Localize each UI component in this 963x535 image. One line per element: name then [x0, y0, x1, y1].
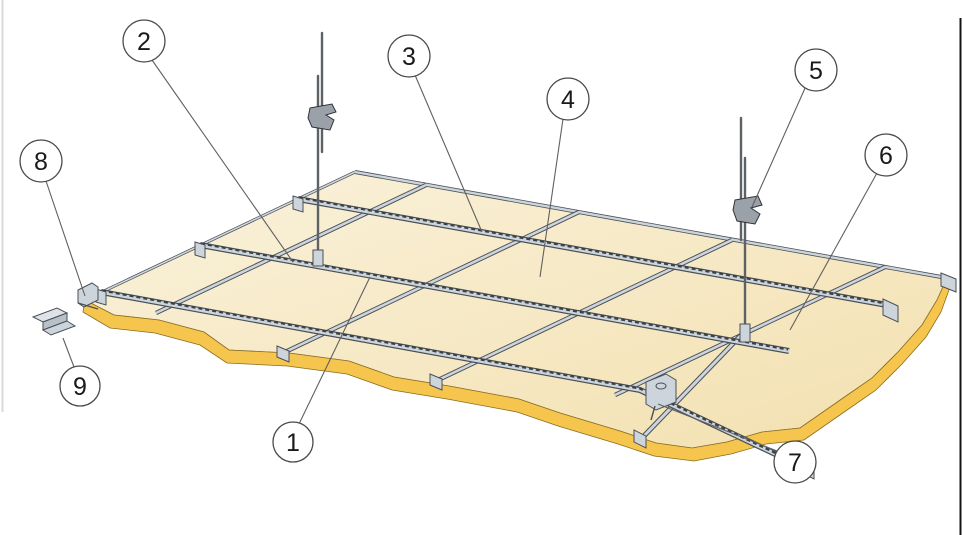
callout-2: 2 — [122, 19, 294, 263]
leader-line-7 — [657, 403, 778, 452]
callout-circle-1 — [272, 421, 314, 463]
callout-number-6: 6 — [879, 142, 893, 170]
hanger-1-foot — [312, 249, 324, 267]
leader-line-1 — [298, 276, 371, 425]
callout-circle-7 — [773, 440, 817, 484]
callout-circle-3 — [387, 34, 431, 78]
hanger-1-spring-clip — [307, 103, 337, 131]
perimeter-profiles — [84, 170, 957, 302]
leader-line-5 — [751, 85, 807, 208]
main-runner-1-end-cap — [882, 298, 899, 323]
callout-circle-5 — [794, 48, 838, 92]
main-runners — [95, 195, 899, 480]
callout-number-8: 8 — [34, 148, 48, 176]
callout-number-9: 9 — [73, 373, 87, 401]
wall-angle-corner-foot — [77, 302, 99, 310]
leader-line-4 — [539, 118, 564, 278]
leader-line-2 — [151, 59, 294, 263]
callout-number-5: 5 — [809, 57, 823, 85]
wall-angle-detached — [31, 307, 77, 336]
main-runner-1-left-foot — [292, 195, 304, 213]
callout-6: 6 — [789, 133, 908, 331]
cross-profile-3 — [429, 237, 733, 391]
callout-layer: 1 2 3 4 5 6 7 8 9 — [19, 19, 908, 484]
hanger-2-foot — [739, 323, 751, 343]
callout-number-7: 7 — [788, 449, 802, 477]
hold-down-bracket — [645, 373, 677, 421]
leader-line-6 — [789, 172, 878, 331]
bracket-slot-hole — [655, 382, 667, 390]
hanger-2-spring-clip — [732, 195, 763, 225]
main-runner-2-left-foot — [194, 241, 206, 259]
cross-profile-front-end-cap — [633, 429, 647, 449]
callout-8: 8 — [19, 139, 86, 297]
leader-line-8 — [45, 180, 86, 297]
callout-7: 7 — [657, 403, 817, 484]
main-runner-2 — [194, 241, 790, 354]
callout-number-3: 3 — [402, 43, 416, 71]
callout-5: 5 — [751, 48, 838, 208]
cross-profiles — [155, 182, 886, 449]
leader-line-3 — [414, 74, 483, 233]
cross-profile-3-end-cap — [429, 373, 443, 391]
back-edge-end-cap — [940, 272, 957, 293]
callout-4: 4 — [539, 77, 590, 278]
callout-1: 1 — [272, 276, 371, 463]
cross-profile-2 — [276, 209, 580, 363]
main-runner-1 — [292, 195, 899, 323]
callout-circle-4 — [546, 77, 590, 121]
cross-profile-1 — [155, 182, 427, 316]
cross-profile-front — [633, 326, 750, 449]
ceiling-tile-field — [82, 171, 950, 462]
callout-number-2: 2 — [137, 28, 151, 56]
back-edge-profile-face — [354, 170, 948, 280]
callout-number-4: 4 — [561, 86, 575, 114]
callout-3: 3 — [387, 34, 483, 233]
bracket-screw — [650, 405, 656, 421]
leader-line-9 — [62, 337, 75, 368]
callout-number-1: 1 — [286, 429, 300, 457]
cross-profile-2-end-cap — [276, 345, 290, 363]
wall-angle-bottom-flange — [41, 320, 77, 336]
hanger-assembly-2 — [732, 116, 763, 343]
callout-9: 9 — [59, 337, 101, 407]
callout-circle-2 — [122, 19, 166, 63]
hanger-assembly-1 — [307, 31, 337, 267]
left-edge-profile-face — [84, 171, 356, 301]
callout-circle-6 — [864, 133, 908, 177]
callout-circle-9 — [59, 365, 101, 407]
callout-circle-8 — [19, 139, 63, 183]
